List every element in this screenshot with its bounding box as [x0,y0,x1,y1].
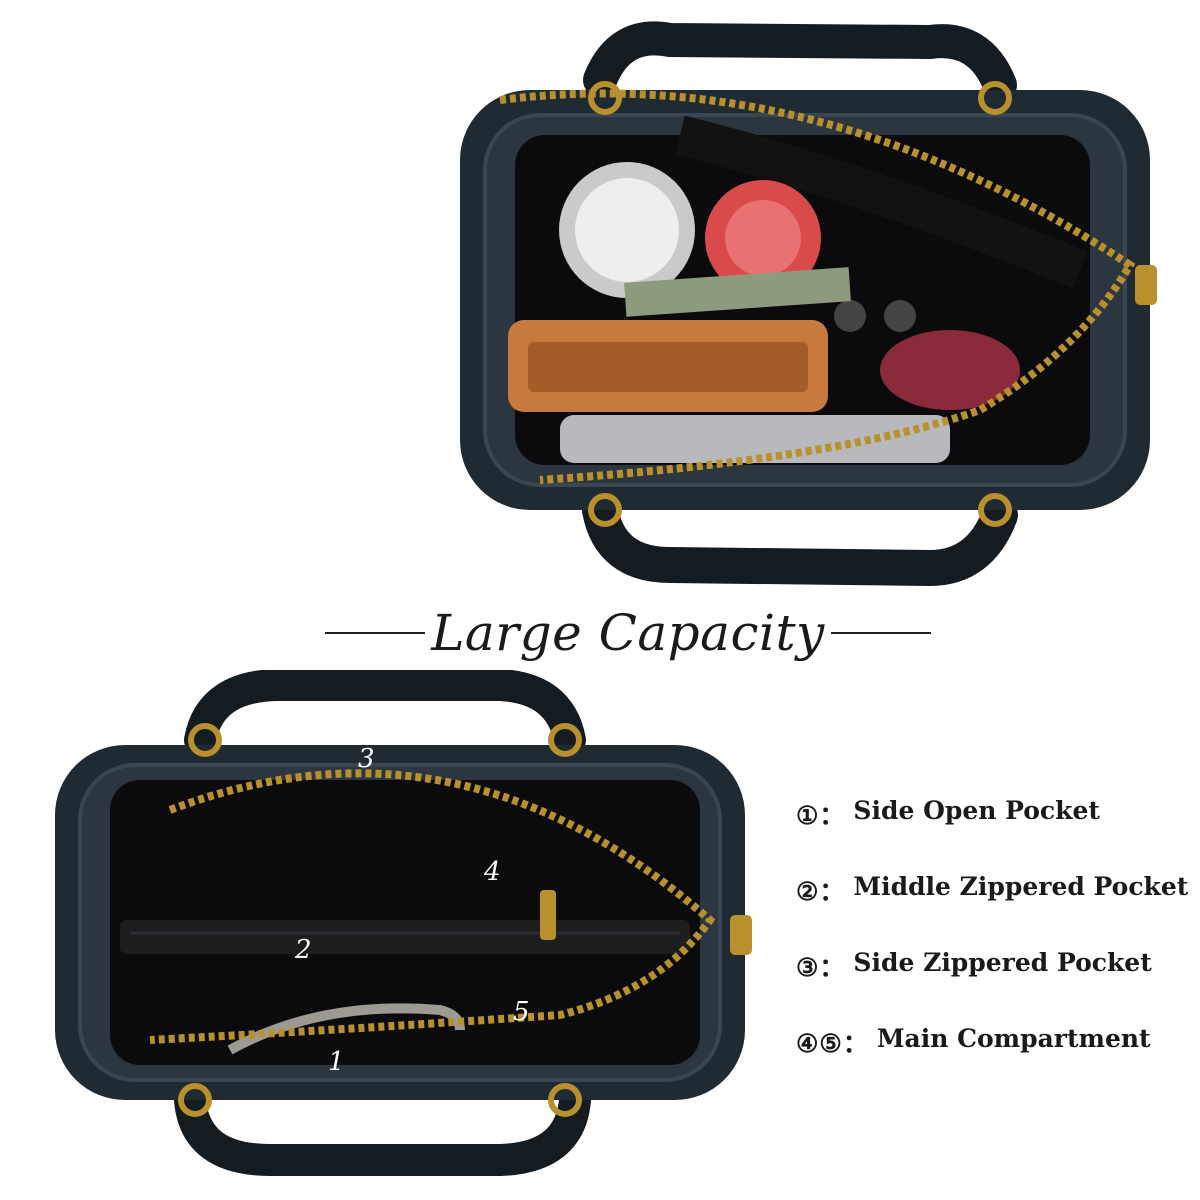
zipper-pull-icon [1135,265,1157,305]
cosmetic-pouch [880,330,1020,410]
legend-item-main-compartment: ④⑤： Main Compartment [796,1024,1196,1100]
bottom-handle [174,1084,591,1176]
legend-item-side-open-pocket: ①： Side Open Pocket [796,796,1196,872]
legend-item-side-zippered-pocket: ③： Side Zippered Pocket [796,948,1196,1024]
bag-interior-photo: 3 4 2 5 1 [55,670,752,1176]
pocket-number-3: 3 [358,744,375,774]
legend-item-middle-zippered-pocket: ②： Middle Zippered Pocket [796,872,1196,948]
ring-icon [188,723,222,757]
legend-marker: ①： [796,801,846,830]
heading: Large Capacity [318,598,938,668]
legend-label: Main Compartment [876,1024,1151,1053]
legend-marker: ④⑤： [796,1029,869,1058]
ring-icon [978,493,1012,527]
earbud [834,300,866,332]
strap [675,115,1088,289]
ring-icon [978,81,1012,115]
zipper [499,89,1136,484]
heading-rule-right [830,632,931,634]
pocket-number-4: 4 [483,857,501,887]
zipper-pull-icon [540,890,556,940]
ring-icon [548,723,582,757]
legend-label: Side Zippered Pocket [853,948,1152,977]
ring-icon [548,1083,582,1117]
pocket-number-5: 5 [513,997,530,1027]
top-handle [184,670,586,756]
legend-marker: ②： [796,877,846,906]
pocket-legend: ①： Side Open Pocket ②： Middle Zippered P… [796,796,1196,1100]
heading-title: Large Capacity [431,604,825,662]
pocket-number-1: 1 [328,1047,345,1077]
bag-top-view-photo [460,21,1157,587]
card [624,267,851,317]
legend-label: Middle Zippered Pocket [853,872,1189,901]
bottom-handle [582,492,1018,587]
ring-icon [178,1083,212,1117]
legend-label: Side Open Pocket [853,796,1100,825]
legend-marker: ③： [796,953,846,982]
phone [560,415,950,463]
top-handle [583,21,1017,102]
ring-icon [588,493,622,527]
ring-icon [588,81,622,115]
earbud [884,300,916,332]
zipper [149,769,716,1044]
pocket-number-2: 2 [294,935,312,965]
zipper-pull-icon [730,915,752,955]
heading-rule-left [325,632,426,634]
middle-divider [120,920,690,954]
